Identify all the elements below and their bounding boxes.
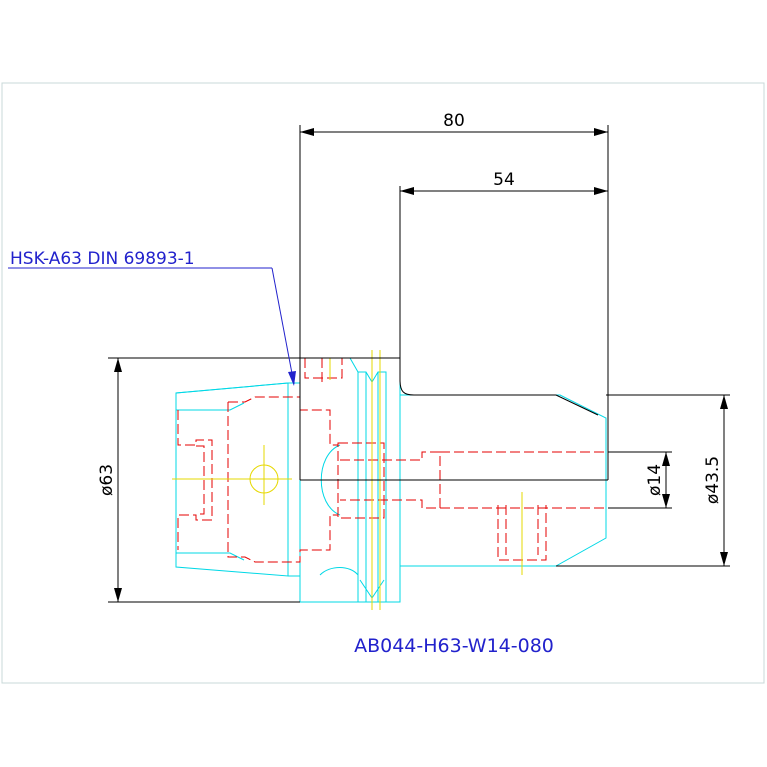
tool-envelope	[108, 125, 609, 603]
dim-length-shank: 54	[400, 170, 608, 195]
dim-flange-diameter-label: ø63	[97, 464, 117, 496]
dim-length-total: 80	[300, 111, 608, 136]
dim-body-diameter: ø43.5	[556, 394, 730, 567]
dim-length-total-label: 80	[443, 111, 465, 131]
drawing-frame	[1, 82, 765, 684]
dim-bore-diameter-label: ø14	[645, 464, 665, 496]
dim-body-diameter-label: ø43.5	[703, 456, 723, 504]
dim-flange-diameter: ø63	[97, 358, 122, 602]
dim-length-shank-label: 54	[493, 170, 515, 190]
hidden-lines	[177, 358, 606, 563]
hsk-leader-label: HSK-A63 DIN 69893-1	[10, 249, 195, 269]
hsk-leader: HSK-A63 DIN 69893-1	[8, 249, 296, 386]
part-number: AB044-H63-W14-080	[354, 635, 554, 657]
dim-bore-diameter: ø14	[608, 451, 672, 509]
